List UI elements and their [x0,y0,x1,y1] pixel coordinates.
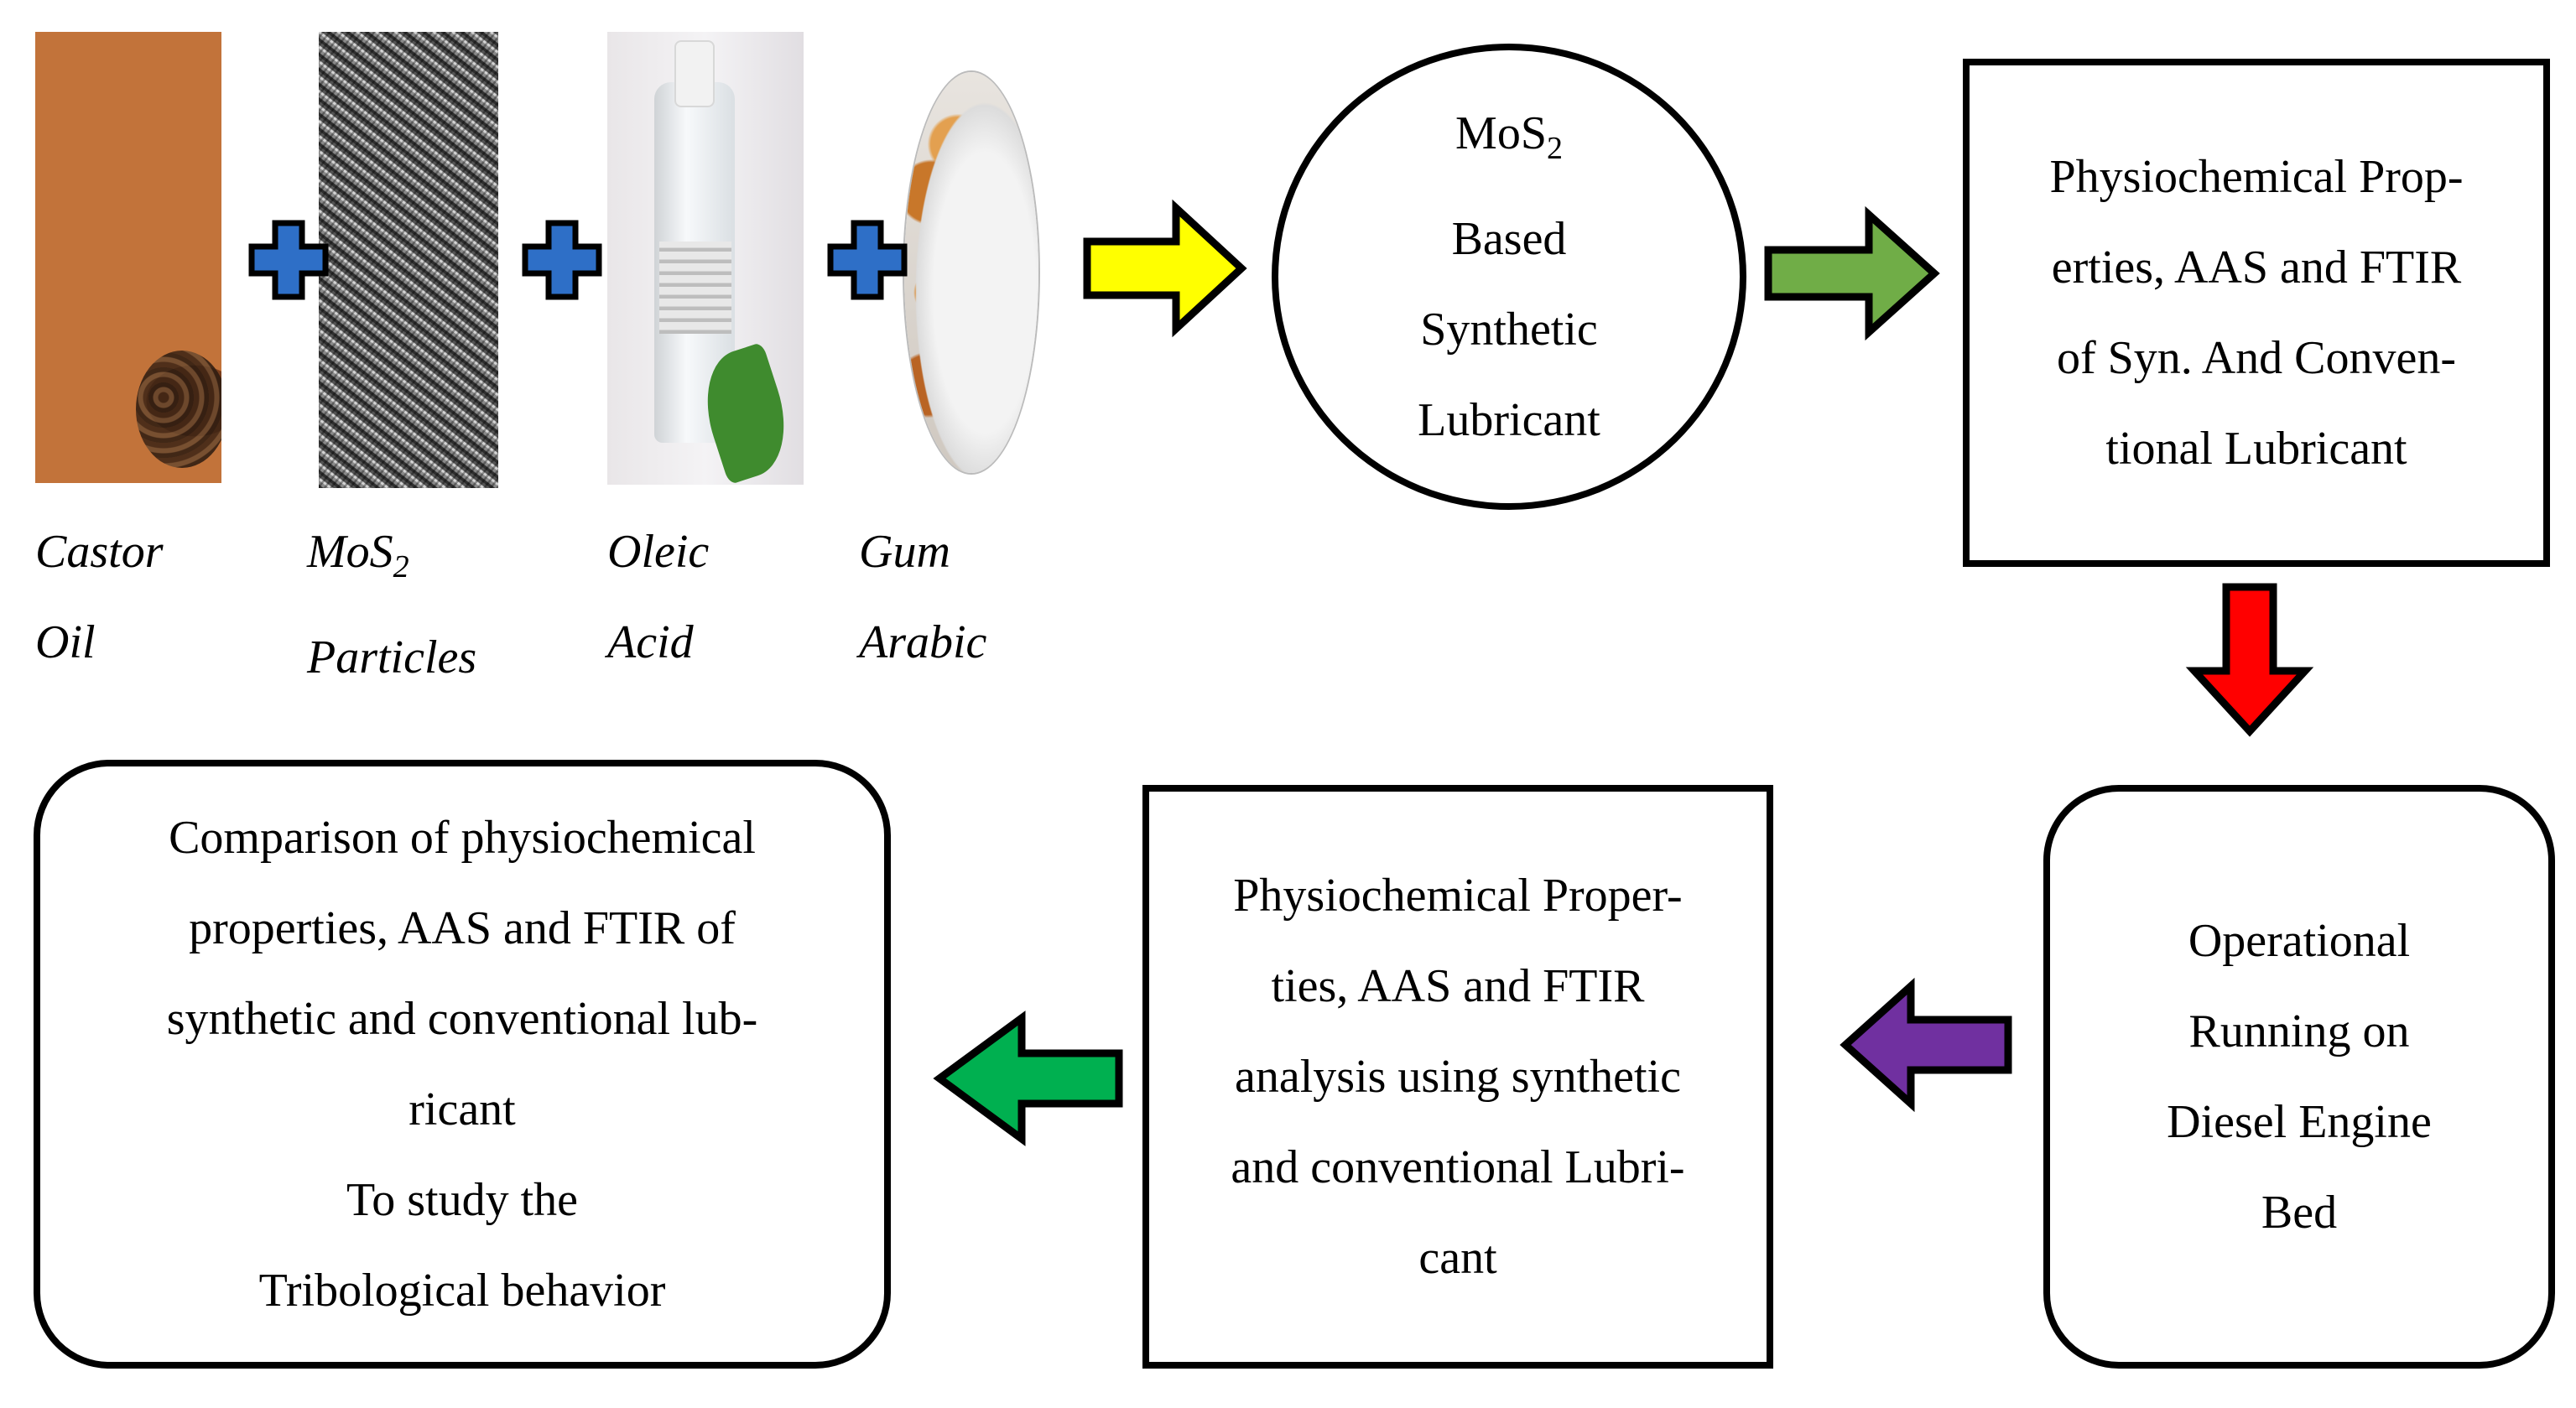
arrow-down-red-icon [2185,583,2314,737]
properties-syn-conv-box: Physiochemical Prop- erties, AAS and FTI… [1963,59,2550,567]
caption-line: Particles [307,631,477,684]
caption-line: Oil [35,616,96,668]
caption-oleic-acid: Oleic Acid [607,507,709,688]
plus-icon [522,220,602,300]
box-line: of Syn. And Conven- [2057,332,2456,384]
box-line: Diesel Engine [2167,1096,2432,1148]
mos2-synthetic-lubricant-node: MoS2 Based Synthetic Lubricant [1272,44,1746,510]
mos2-particles-photo [319,32,498,488]
subscript-2: 2 [1546,131,1563,167]
caption-line: Castor [35,526,164,578]
oleic-acid-photo [607,32,804,485]
plus-icon [827,220,908,300]
box-line: To study the [346,1174,579,1226]
box-line: Running on [2188,1005,2410,1057]
analysis-syn-conv-box: Physiochemical Proper- ties, AAS and FTI… [1142,785,1773,1369]
arrow-left-purple-icon [1840,977,2012,1113]
caption-text: MoS [307,526,393,578]
node-line: Lubricant [1418,394,1600,447]
box-line: and conventional Lubri- [1231,1141,1685,1193]
castor-seeds-graphic [136,351,221,468]
box-line: ties, AAS and FTIR [1271,960,1645,1012]
box-line: cant [1418,1232,1497,1284]
arrow-left-green-icon [933,1011,1123,1146]
box-line: analysis using synthetic [1235,1051,1681,1103]
comparison-tribological-box: Comparison of physiochemical properties,… [34,760,891,1369]
diesel-engine-running-box: Operational Running on Diesel Engine Bed [2043,785,2555,1369]
arrow-right-green-icon [1764,205,1940,341]
box-line: Physiochemical Prop- [2049,151,2464,203]
box-line: Comparison of physiochemical [169,812,756,864]
node-line: Based [1451,213,1567,266]
node-text: MoS [1455,107,1547,159]
node-line: Synthetic [1420,304,1598,356]
caption-castor-oil: Castor Oil [35,507,164,688]
box-line: Bed [2261,1187,2338,1239]
caption-line: Gum [859,526,950,578]
node-line: MoS2 [1455,88,1563,194]
box-line: Operational [2188,915,2411,967]
box-line: properties, AAS and FTIR of [189,902,736,954]
bottle-label-graphic [659,242,731,334]
castor-oil-photo [35,32,221,483]
subscript-2: 2 [393,549,409,585]
box-line: synthetic and conventional lub- [166,993,758,1045]
box-line: ricant [409,1083,516,1135]
bottle-cap-graphic [674,40,715,107]
box-line: erties, AAS and FTIR [2051,242,2462,294]
box-line: Physiochemical Proper- [1233,870,1683,922]
caption-gum-arabic: Gum Arabic [859,507,986,688]
caption-line: Acid [607,616,694,668]
caption-line: MoS2 [307,507,476,612]
caption-line: Oleic [607,526,710,578]
box-line: tional Lubricant [2105,423,2407,475]
plus-icon [248,220,329,300]
gum-arabic-photo [904,72,1038,473]
caption-mos2-particles: MoS2 Particles [307,507,476,703]
box-line: Tribological behavior [258,1265,666,1317]
arrow-right-yellow-icon [1083,199,1247,338]
caption-line: Arabic [859,616,987,668]
